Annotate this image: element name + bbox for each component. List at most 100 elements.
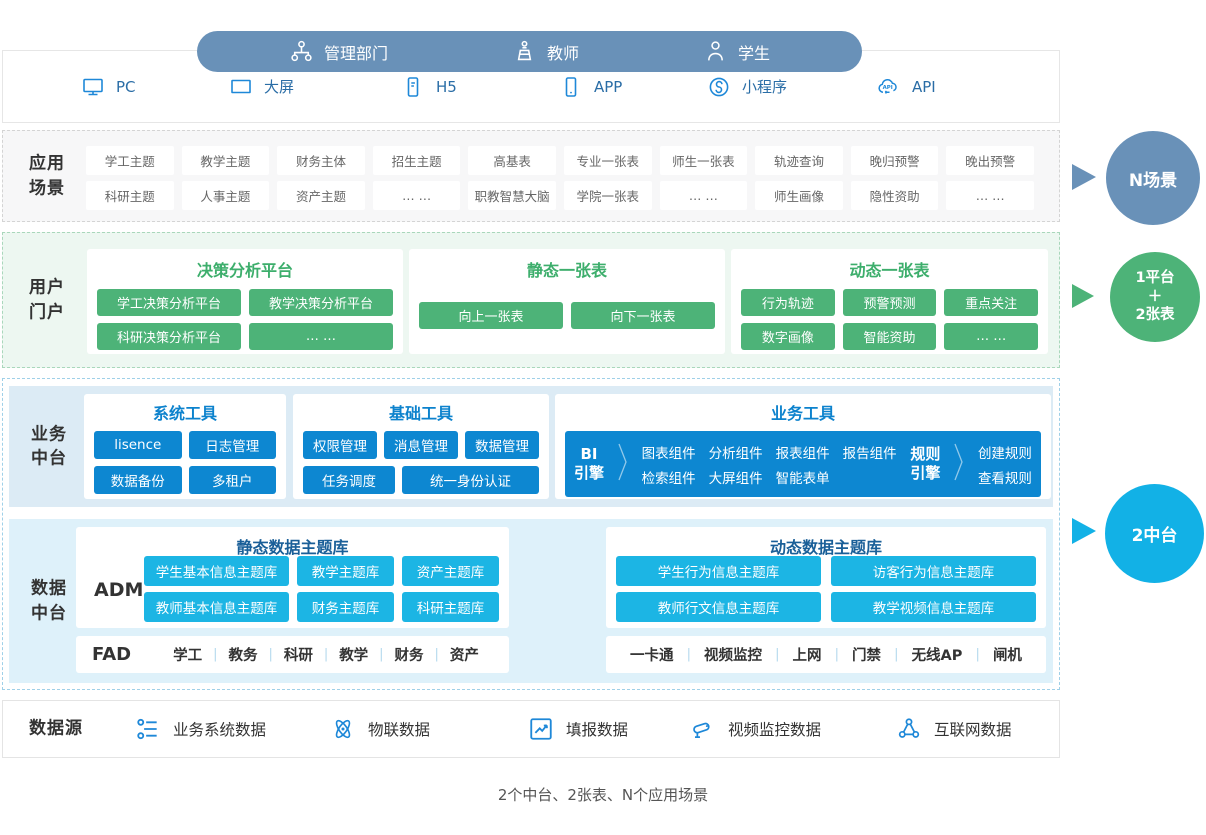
dynamic-source-item: 上网 (792, 648, 822, 664)
fad-items: 学工 | 教务 | 科研 | 教学 | 财务 | 资产 (159, 644, 493, 665)
channel-api: API API (875, 75, 936, 99)
scenario-item: 晚出预警 (946, 146, 1034, 175)
portal-group-items: 向上一张表 向下一张表 (419, 302, 715, 329)
arrow-right-icon (1072, 284, 1094, 308)
component-item: 报表组件 (775, 445, 830, 462)
role-teacher: 教师 (512, 39, 579, 64)
section-label-app-scenarios: 应用 场景 (29, 153, 65, 198)
component-item: 报告组件 (842, 445, 897, 462)
arrow-right-icon (1072, 164, 1096, 190)
portal-group-items: 行为轨迹 预警预测 重点关注 数字画像 智能资助 … … (741, 289, 1038, 350)
dynamic-source-items: 一卡通 | 视频监控 | 上网 | 门禁 | 无线AP | 闸机 (616, 644, 1036, 665)
scenario-item: 专业一张表 (563, 146, 652, 175)
scenario-item: 招生主题 (372, 146, 461, 175)
business-item: 消息管理 (384, 431, 458, 459)
panel-business-platform: 业务 中台 系统工具 lisence 日志管理 数据备份 多租户 基础工具 权限… (9, 386, 1053, 507)
component-item: 图表组件 (641, 445, 696, 462)
section-data-sources: 数据源 业务系统数据 物联数据 填报数据 视频监控数据 (2, 700, 1060, 758)
fad-item: 财务 (394, 648, 424, 664)
scenario-item: 师生画像 (755, 181, 843, 210)
scenario-item: 隐性资助 (850, 181, 939, 210)
fad-row: FAD 学工 | 教务 | 科研 | 教学 | 财务 | 资产 (76, 636, 509, 673)
business-group-title: 系统工具 (152, 404, 217, 423)
section-label-business-platform: 业务 中台 (31, 423, 67, 469)
scenario-item: 人事主题 (181, 181, 270, 210)
business-group-business-tools: 业务工具 BI 引擎 图表组件 分析组件 报表组件 报告组件 (555, 394, 1051, 499)
portal-item: 学工决策分析平台 (97, 289, 241, 316)
data-theme-item: 学生行为信息主题库 (616, 556, 821, 586)
source-label: 业务系统数据 (173, 721, 267, 739)
portal-item: 数字画像 (741, 323, 835, 350)
fad-item: 学工 (173, 648, 203, 664)
section-app-scenarios: 应用 场景 学工主题 教学主题 财务主体 招生主题 高基表 专业一张表 师生一张… (2, 130, 1060, 222)
data-theme-item: 教师基本信息主题库 (144, 592, 289, 622)
dynamic-data-theme-box: 动态数据主题库 学生行为信息主题库 访客行为信息主题库 教师行文信息主题库 教学… (606, 527, 1046, 628)
svg-text:API: API (883, 84, 893, 90)
scenario-item: 师生一张表 (659, 146, 748, 175)
portal-group-title: 静态一张表 (526, 261, 607, 280)
separator: | (323, 647, 329, 662)
business-item: 数据管理 (465, 431, 539, 459)
channel-bigscreen: 大屏 (229, 75, 294, 99)
channel-miniprogram: 小程序 (707, 75, 787, 99)
role-label: 学生 (737, 43, 770, 63)
badge-two-platforms: 2中台 (1105, 484, 1204, 583)
section-label-data-platform: 数据 中台 (31, 578, 67, 623)
network-icon (896, 716, 922, 742)
chart-icon (528, 716, 554, 742)
fad-item: 资产 (449, 648, 479, 664)
business-group-title: 业务工具 (770, 404, 835, 423)
business-item: 多租户 (188, 466, 276, 494)
role-label: 教师 (546, 43, 579, 63)
static-data-title: 静态数据主题库 (236, 538, 349, 557)
h5-icon (401, 75, 425, 99)
business-group-title: 基础工具 (388, 404, 453, 423)
source-video-surveillance: 视频监控数据 (690, 716, 821, 742)
scenario-item: … … (372, 181, 461, 210)
badge-platform-tables: 1平台 ＋ 2张表 (1110, 252, 1200, 342)
dynamic-data-title: 动态数据主题库 (769, 538, 882, 557)
rule-items: 创建规则 查看规则 (978, 442, 1032, 487)
engine-bar: BI 引擎 图表组件 分析组件 报表组件 报告组件 (565, 431, 1041, 497)
portal-item: 科研决策分析平台 (97, 323, 241, 350)
scenario-item: 职教智慧大脑 (468, 181, 556, 210)
separator: | (434, 647, 439, 662)
section-label-data-sources: 数据源 (29, 718, 83, 739)
separator: | (379, 647, 384, 662)
rule-engine-label: 规则 引擎 (910, 444, 941, 483)
channel-pc: PC (81, 75, 136, 99)
role-admin: 管理部门 (289, 39, 388, 64)
miniprogram-icon (707, 75, 731, 99)
channel-label: PC (116, 77, 136, 96)
scenario-item: 高基表 (468, 146, 556, 175)
source-label: 物联数据 (368, 721, 431, 739)
bi-components: 图表组件 分析组件 报表组件 报告组件 检索组件 大屏组件 智能表单 (642, 442, 897, 487)
portal-item: … … (249, 323, 393, 350)
bi-components-row2: 检索组件 大屏组件 智能表单 (642, 467, 897, 487)
section-label-user-portal: 用户 门户 (29, 277, 65, 322)
channel-app: APP (559, 75, 622, 99)
dynamic-source-item: 视频监控 (704, 648, 763, 664)
portal-item: 预警预测 (842, 289, 937, 316)
separator: | (686, 647, 691, 662)
separator: | (213, 647, 218, 662)
source-internet: 互联网数据 (896, 716, 1012, 742)
list-icon (135, 716, 161, 742)
data-theme-item: 学生基本信息主题库 (144, 556, 289, 586)
scenario-grid: 学工主题 教学主题 财务主体 招生主题 高基表 专业一张表 师生一张表 轨迹查询… (86, 146, 1034, 210)
badge-lines: 1平台 ＋ 2张表 (1135, 269, 1175, 324)
channel-label: 大屏 (264, 78, 295, 96)
section-middle-platforms: 业务 中台 系统工具 lisence 日志管理 数据备份 多租户 基础工具 权限… (2, 378, 1060, 690)
portal-group-items: 学工决策分析平台 教学决策分析平台 科研决策分析平台 … … (97, 289, 393, 350)
static-data-theme-box: 静态数据主题库 ADM 学生基本信息主题库 教学主题库 资产主题库 教师基本信息… (76, 527, 509, 628)
scenario-item: … … (946, 181, 1034, 210)
business-item: 任务调度 (303, 466, 395, 494)
separator: | (775, 647, 780, 662)
panel-data-platform: 数据 中台 静态数据主题库 ADM 学生基本信息主题库 教学主题库 资产主题库 … (9, 519, 1053, 683)
arrow-right-icon (1072, 518, 1096, 544)
data-theme-item: 教师行文信息主题库 (616, 592, 821, 622)
dynamic-source-item: 闸机 (992, 648, 1022, 664)
app-icon (559, 75, 583, 99)
portal-item: … … (944, 323, 1038, 350)
atom-icon (330, 716, 356, 742)
